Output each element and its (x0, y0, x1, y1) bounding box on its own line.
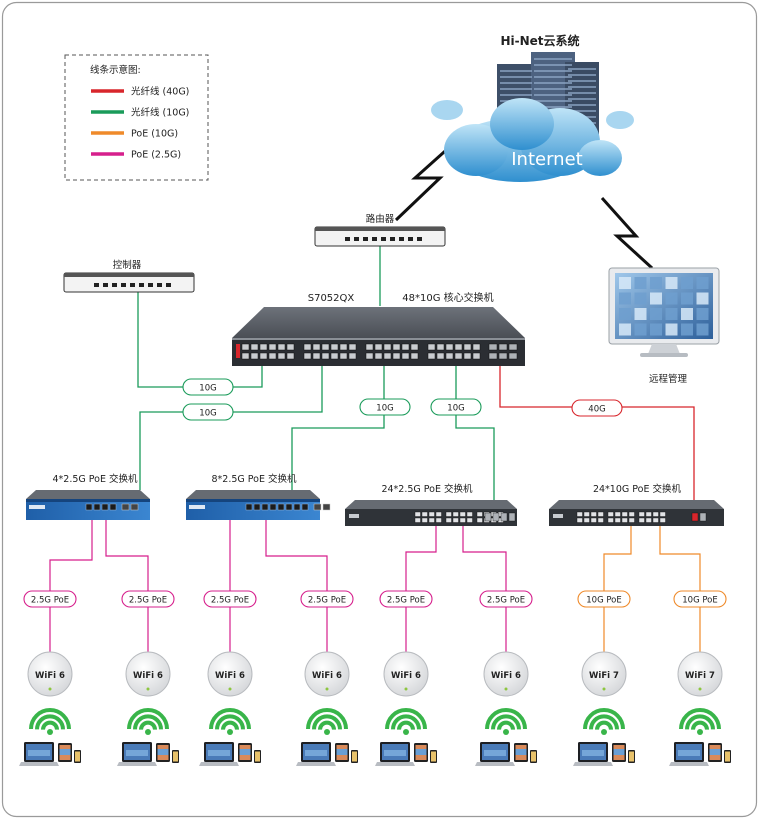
ap-name: WiFi 6 (391, 671, 421, 681)
cloud-system: Hi-Net云系统 Internet (431, 33, 634, 182)
access-point-4: 2.5G PoE WiFi 6 (296, 590, 358, 766)
line-core-sw2 (291, 365, 385, 490)
legend-box (64, 54, 209, 181)
core-switch-device: S7052QX 48*10G 核心交换机 (232, 291, 525, 366)
ap-link-label: 10G PoE (682, 596, 718, 606)
client-devices-icon (117, 742, 179, 766)
ap-link-label: 10G PoE (586, 596, 622, 606)
client-devices-icon (475, 742, 537, 766)
ap-device-icon (27, 651, 73, 697)
access-switch-1: 4*2.5G PoE 交换机 (26, 473, 150, 520)
wifi-signal-icon (385, 708, 427, 735)
ap-name: WiFi 6 (133, 671, 163, 681)
remote-label: 远程管理 (649, 373, 688, 385)
client-devices-icon (573, 742, 635, 766)
link-labels: 10G 10G 10G 10G 40G (182, 378, 623, 421)
legend-title: 线条示意图: (90, 64, 141, 76)
client-devices-icon (199, 742, 261, 766)
ap-link-label: 2.5G PoE (308, 596, 346, 606)
ap-link-label: 2.5G PoE (487, 596, 525, 606)
link-label-sw1: 10G (199, 409, 216, 419)
access-point-8: 10G PoE WiFi 7 (669, 590, 731, 766)
client-devices-icon (669, 742, 731, 766)
switch-label: 4*2.5G PoE 交换机 (52, 473, 138, 485)
link-label-sw3: 10G (447, 404, 464, 414)
access-point-3: 2.5G PoE WiFi 6 (199, 590, 261, 766)
wifi-signal-icon (485, 708, 527, 735)
ap-name: WiFi 6 (312, 671, 342, 681)
wifi-signal-icon (306, 708, 348, 735)
wifi-signal-icon (127, 708, 169, 735)
router-device: 路由器 (314, 213, 446, 247)
ap-link-label: 2.5G PoE (387, 596, 425, 606)
ap-device-icon (483, 651, 529, 697)
access-point-7: 10G PoE WiFi 7 (573, 590, 635, 766)
lightning-bolt-icon (394, 142, 455, 222)
ap-device-icon (581, 651, 627, 697)
ap-name: WiFi 7 (685, 671, 715, 681)
wifi-signal-icon (583, 708, 625, 735)
controller-device: 控制器 (63, 259, 195, 293)
router-label: 路由器 (366, 213, 395, 225)
lightning-bolt-icon (600, 196, 654, 270)
core-switch-desc: 48*10G 核心交换机 (402, 291, 493, 304)
ap-device-icon (125, 651, 171, 697)
core-switch-model: S7052QX (308, 293, 355, 304)
access-point-2: 2.5G PoE WiFi 6 (117, 590, 179, 766)
ap-name: WiFi 6 (491, 671, 521, 681)
line-core-sw3 (455, 365, 495, 500)
ap-device-icon (677, 651, 723, 697)
client-devices-icon (296, 742, 358, 766)
ap-device-icon (383, 651, 429, 697)
remote-management-monitor: 远程管理 (608, 267, 720, 385)
wifi-signal-icon (679, 708, 721, 735)
client-devices-icon (19, 742, 81, 766)
legend-item-label: PoE (10G) (131, 129, 178, 140)
access-switch-4: 24*10G PoE 交换机 (549, 483, 724, 526)
link-label-ctrl: 10G (199, 384, 216, 394)
ap-link-label: 2.5G PoE (211, 596, 249, 606)
legend-item-label: 光纤线 (10G) (131, 107, 189, 119)
access-switch-2: 8*2.5G PoE 交换机 (186, 473, 331, 520)
link-label-sw4: 40G (588, 405, 605, 415)
ap-link-label: 2.5G PoE (31, 596, 69, 606)
access-point-1: 2.5G PoE WiFi 6 (19, 590, 81, 766)
ap-device-icon (304, 651, 350, 697)
switch-label: 24*10G PoE 交换机 (593, 483, 682, 495)
wifi-signal-icon (209, 708, 251, 735)
access-switch-3: 24*2.5G PoE 交换机 (345, 483, 517, 526)
controller-label: 控制器 (113, 259, 142, 271)
ap-name: WiFi 6 (215, 671, 245, 681)
client-devices-icon (375, 742, 437, 766)
internet-cloud-icon: Internet (431, 98, 634, 182)
switch-label: 24*2.5G PoE 交换机 (381, 483, 473, 495)
ap-link-label: 2.5G PoE (129, 596, 167, 606)
legend-item-label: 光纤线 (40G) (131, 86, 189, 98)
cloud-title: Hi-Net云系统 (500, 33, 579, 48)
access-points: 2.5G PoE WiFi 6 2.5G PoE WiFi 6 2.5G PoE WiFi… (19, 590, 731, 766)
access-point-6: 2.5G PoE WiFi 6 (475, 590, 537, 766)
switch-label: 8*2.5G PoE 交换机 (211, 473, 297, 485)
legend: 线条示意图: 光纤线 (40G) 光纤线 (10G) PoE (10G) PoE (2… (64, 54, 209, 181)
ap-name: WiFi 6 (35, 671, 65, 681)
access-switches: 4*2.5G PoE 交换机 8*2.5G PoE 交换机 24*2.5G PoE … (26, 473, 724, 526)
access-point-5: 2.5G PoE WiFi 6 (375, 590, 437, 766)
ap-name: WiFi 7 (589, 671, 619, 681)
internet-label: Internet (511, 149, 582, 170)
link-label-sw2: 10G (376, 404, 393, 414)
wifi-signal-icon (29, 708, 71, 735)
legend-item-label: PoE (2.5G) (131, 150, 181, 161)
ap-device-icon (207, 651, 253, 697)
